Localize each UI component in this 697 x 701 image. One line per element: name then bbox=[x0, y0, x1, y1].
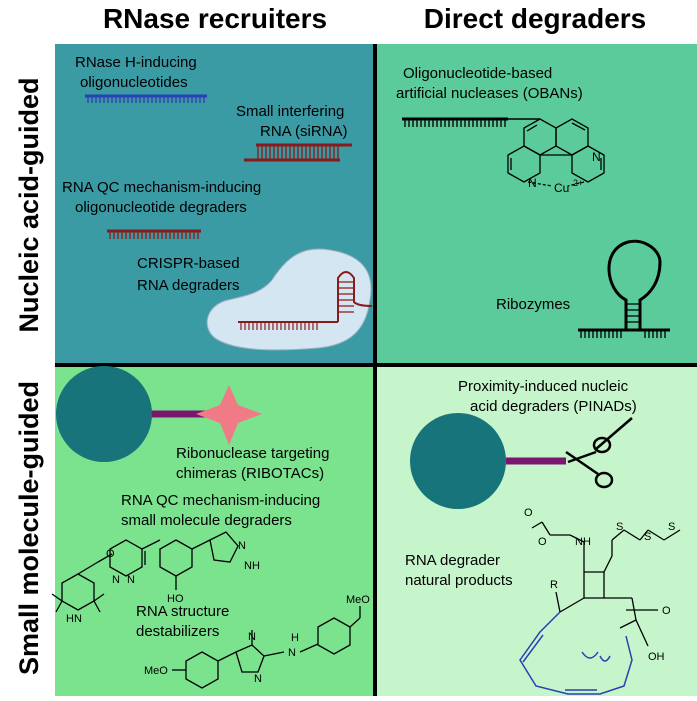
ribotac-label-line2: chimeras (RIBOTACs) bbox=[176, 465, 324, 482]
natural-products-label-line1: RNA degrader bbox=[405, 552, 500, 569]
qc-sm-label-line1: RNA QC mechanism-inducing bbox=[121, 492, 320, 509]
qc-oligo-strand bbox=[107, 229, 201, 239]
pyridazine-n1: N bbox=[112, 574, 120, 586]
pinad-binder-circle bbox=[410, 413, 506, 509]
scissors-icon bbox=[565, 417, 633, 489]
pyrazole-n: N bbox=[238, 540, 246, 552]
enediyne-structure bbox=[531, 521, 681, 647]
enediyne-core-ring bbox=[519, 611, 633, 695]
rnase-recruiter-star bbox=[196, 385, 262, 445]
ribotac-label-line1: Ribonuclease targeting bbox=[176, 445, 329, 462]
r-group: R bbox=[550, 579, 558, 591]
qc-sm-label-line2: small molecule degraders bbox=[121, 512, 292, 529]
imidazole-n: N bbox=[254, 673, 262, 685]
tertiary-oh: OH bbox=[648, 651, 665, 663]
sulfur-2: S bbox=[644, 531, 651, 543]
qc-small-molecule-structure bbox=[51, 531, 239, 613]
ether-oxygen: O bbox=[106, 548, 115, 560]
ribotac-construct bbox=[56, 366, 262, 462]
destab-label-line2: destabilizers bbox=[136, 623, 219, 640]
pyridazine-n2: N bbox=[127, 574, 135, 586]
pinad-label-line1: Proximity-induced nucleic bbox=[458, 378, 629, 395]
pinad-label-line2: acid degraders (PINADs) bbox=[470, 398, 637, 415]
row-header-nucleic: Nucleic acid-guided bbox=[14, 77, 44, 332]
rnaseh-label-line2: oligonucleotides bbox=[80, 74, 188, 91]
pinad-construct bbox=[410, 413, 566, 509]
qc-oligo-label-line2: oligonucleotide degraders bbox=[75, 199, 247, 216]
phenanthroline-structure bbox=[507, 118, 605, 187]
amine-n: N bbox=[288, 647, 296, 659]
sirna-duplex bbox=[244, 143, 352, 162]
quadrant-nucleic-direct bbox=[375, 44, 697, 365]
amine-h: H bbox=[291, 632, 299, 644]
carbamate-nh: NH bbox=[575, 536, 591, 548]
column-header-rnase: RNase recruiters bbox=[103, 3, 327, 34]
carbamate-oxygen-top: O bbox=[524, 507, 533, 519]
oban-label-line1: Oligonucleotide-based bbox=[403, 65, 552, 82]
copper-charge: 2+ bbox=[573, 178, 583, 188]
phen-nitrogen-right: N bbox=[592, 150, 601, 164]
destab-label-line1: RNA structure bbox=[136, 603, 229, 620]
crispr-guide-rna bbox=[238, 271, 373, 330]
cas-protein-shape bbox=[206, 248, 372, 351]
oban-label-line2: artificial nucleases (OBANs) bbox=[396, 85, 583, 102]
sirna-label-line2: RNA (siRNA) bbox=[260, 123, 348, 140]
destabilizer-structure bbox=[172, 606, 361, 689]
binder-circle bbox=[56, 366, 152, 462]
quadrant-small-direct bbox=[375, 365, 697, 696]
oban-oligo-strand bbox=[402, 117, 540, 127]
methoxy-top: MeO bbox=[346, 594, 370, 606]
sirna-label-line1: Small interfering bbox=[236, 103, 344, 120]
ribozymes-label: Ribozymes bbox=[496, 296, 570, 313]
pyrazole-nh: NH bbox=[244, 560, 260, 572]
crispr-label-line2: RNA degraders bbox=[137, 277, 240, 294]
row-header-small: Small molecule-guided bbox=[14, 381, 44, 675]
sulfur-3: S bbox=[668, 521, 675, 533]
rnaseh-label-line1: RNase H-inducing bbox=[75, 54, 197, 71]
copper-ion: Cu bbox=[554, 181, 569, 195]
phenol-oh: HO bbox=[167, 593, 184, 605]
qc-oligo-label-line1: RNA QC mechanism-inducing bbox=[62, 179, 261, 196]
column-header-direct: Direct degraders bbox=[424, 3, 647, 34]
crispr-label-line1: CRISPR-based bbox=[137, 255, 240, 272]
ketone-oxygen: O bbox=[662, 605, 671, 617]
piperidine-nh: HN bbox=[66, 613, 82, 625]
ribozyme-hairpin bbox=[578, 239, 670, 338]
phen-nitrogen-left: N bbox=[528, 176, 537, 190]
carbamate-oxygen: O bbox=[538, 536, 547, 548]
methoxy-left: MeO bbox=[144, 665, 168, 677]
sulfur-1: S bbox=[616, 521, 623, 533]
rnaseh-oligo-strand bbox=[85, 94, 207, 103]
imidazole-n-methyl: N bbox=[248, 631, 256, 643]
natural-products-label-line2: natural products bbox=[405, 572, 513, 589]
